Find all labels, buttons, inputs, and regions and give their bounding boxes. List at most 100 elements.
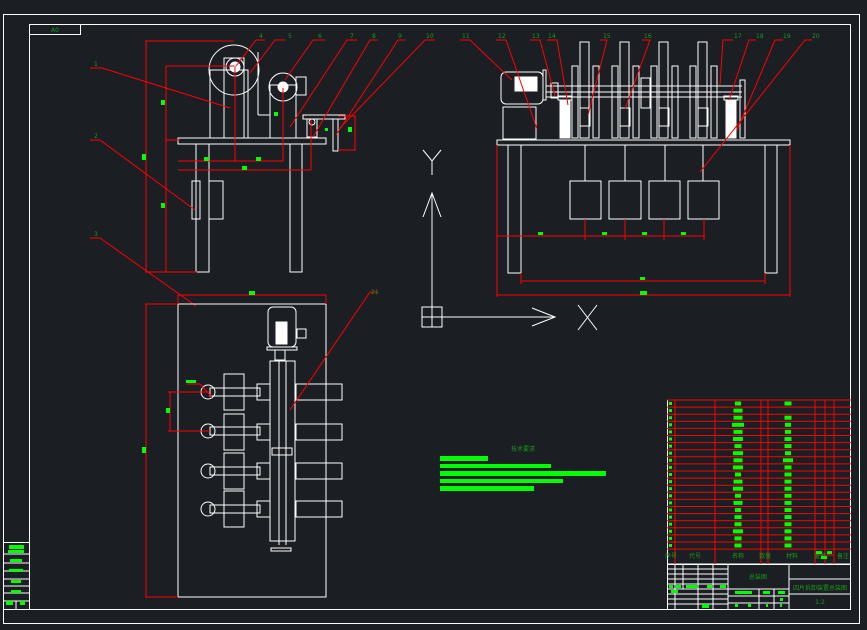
- drawing-name: 四片拆卸装置总装图: [793, 584, 847, 592]
- bom-header: 名称: [732, 552, 744, 560]
- bom-item-material: [784, 493, 792, 498]
- bom-item-number: [669, 515, 672, 519]
- bom-item-name: [732, 422, 744, 427]
- bom-item-name: [734, 536, 742, 541]
- revision-strip: [3, 542, 30, 610]
- svg-text:20: 20: [812, 33, 820, 40]
- bom-item-material: [784, 465, 792, 470]
- bom-item-name: [735, 508, 741, 512]
- bom-item-material: [784, 472, 792, 477]
- svg-text:17: 17: [734, 33, 742, 40]
- cutter-unit: [571, 41, 600, 139]
- weight-block: [608, 180, 642, 220]
- inner-frame: [29, 24, 851, 610]
- svg-text:13: 13: [532, 33, 540, 40]
- bom-header: 序号: [665, 552, 677, 560]
- side-view[interactable]: [90, 39, 435, 307]
- front-view[interactable]: [460, 39, 812, 297]
- svg-text:2: 2: [94, 133, 98, 140]
- svg-text:11: 11: [462, 33, 470, 40]
- bom-item-number: [669, 458, 672, 462]
- weight-block: [569, 180, 602, 220]
- bom-item-material: [784, 508, 792, 512]
- bom-item-number: [669, 522, 672, 526]
- large-pulley: [208, 44, 260, 96]
- top-view[interactable]: [142, 291, 378, 598]
- ucs-axis-icon: [421, 149, 598, 331]
- bom-item-material: [785, 422, 791, 427]
- bom-item-number: [669, 473, 672, 476]
- bom-header: 备注: [837, 552, 849, 560]
- bom-item-material: [784, 500, 792, 505]
- roller-row: [200, 452, 343, 490]
- bom-item-number: [669, 544, 672, 547]
- cutter-unit: [689, 41, 718, 139]
- tech-req-line: [440, 479, 563, 483]
- bom-item-material: [784, 486, 792, 491]
- svg-text:15: 15: [603, 33, 611, 40]
- svg-text:4: 4: [259, 33, 263, 40]
- bom-header: 材料: [786, 552, 798, 560]
- table-top-front: [496, 139, 791, 146]
- bom-item-name: [733, 458, 743, 463]
- bom-header: 数量: [759, 552, 771, 560]
- bill-of-materials[interactable]: 序号代号名称数量材料重量备注: [665, 399, 851, 565]
- bom-item-number: [669, 402, 672, 405]
- title-block[interactable]: 总装图 四片拆卸装置总装图 1:2: [667, 564, 851, 610]
- bom-item-name: [733, 408, 743, 413]
- svg-text:18: 18: [756, 33, 764, 40]
- tech-requirements: 技术要求: [440, 445, 606, 491]
- svg-text:12: 12: [498, 33, 506, 40]
- outer-frame: [3, 14, 860, 624]
- bom-item-name: [735, 401, 741, 406]
- tech-req-line: [440, 464, 551, 468]
- base-plate: [177, 303, 327, 598]
- drawing-type-label: 总装图: [749, 573, 767, 581]
- bom-item-name: [734, 522, 742, 527]
- svg-text:5: 5: [288, 33, 292, 40]
- bom-item-name: [735, 472, 741, 477]
- bom-item-material: [784, 437, 792, 441]
- weight-block: [687, 180, 720, 220]
- bom-item-name: [734, 543, 742, 548]
- spring-left: [559, 99, 571, 139]
- bom-item-name: [734, 515, 742, 520]
- tech-req-line: [440, 471, 606, 476]
- bom-item-number: [669, 451, 672, 455]
- bom-item-number: [669, 430, 672, 434]
- bom-item-name: [733, 451, 743, 456]
- svg-text:6: 6: [318, 33, 322, 40]
- tech-req-line: [440, 456, 488, 461]
- bom-item-name: [733, 465, 743, 470]
- bom-item-name: [733, 479, 743, 484]
- roller-row: [200, 490, 343, 528]
- bom-item-number: [669, 437, 672, 441]
- corner-tag: A0: [51, 27, 59, 34]
- svg-text:14: 14: [548, 33, 556, 40]
- svg-text:16: 16: [644, 33, 652, 40]
- roller-row: [200, 373, 343, 411]
- bom-item-number: [669, 480, 672, 484]
- svg-text:19: 19: [783, 33, 791, 40]
- bom-item-number: [669, 487, 672, 491]
- bom-item-number: [669, 536, 672, 540]
- bom-item-material: [784, 515, 792, 520]
- bom-item-number: [669, 416, 672, 420]
- tech-req-heading: 技术要求: [511, 445, 535, 453]
- y-axis-label: [422, 149, 442, 162]
- svg-text:9: 9: [398, 33, 402, 40]
- bom-item-material: [784, 444, 792, 449]
- bom-item-number: [669, 508, 672, 512]
- callout-21: 21: [371, 289, 379, 296]
- tech-req-line: [440, 486, 534, 491]
- bom-item-number: [669, 501, 672, 505]
- bom-item-name: [734, 444, 742, 449]
- bom-header: 代号: [689, 552, 701, 560]
- bom-item-material: [784, 529, 792, 534]
- table-top-side: [177, 137, 327, 145]
- roller-row: [200, 413, 343, 451]
- bom-item-name: [733, 429, 743, 434]
- drawing-code: 1:2: [815, 599, 825, 606]
- svg-text:3: 3: [94, 231, 98, 238]
